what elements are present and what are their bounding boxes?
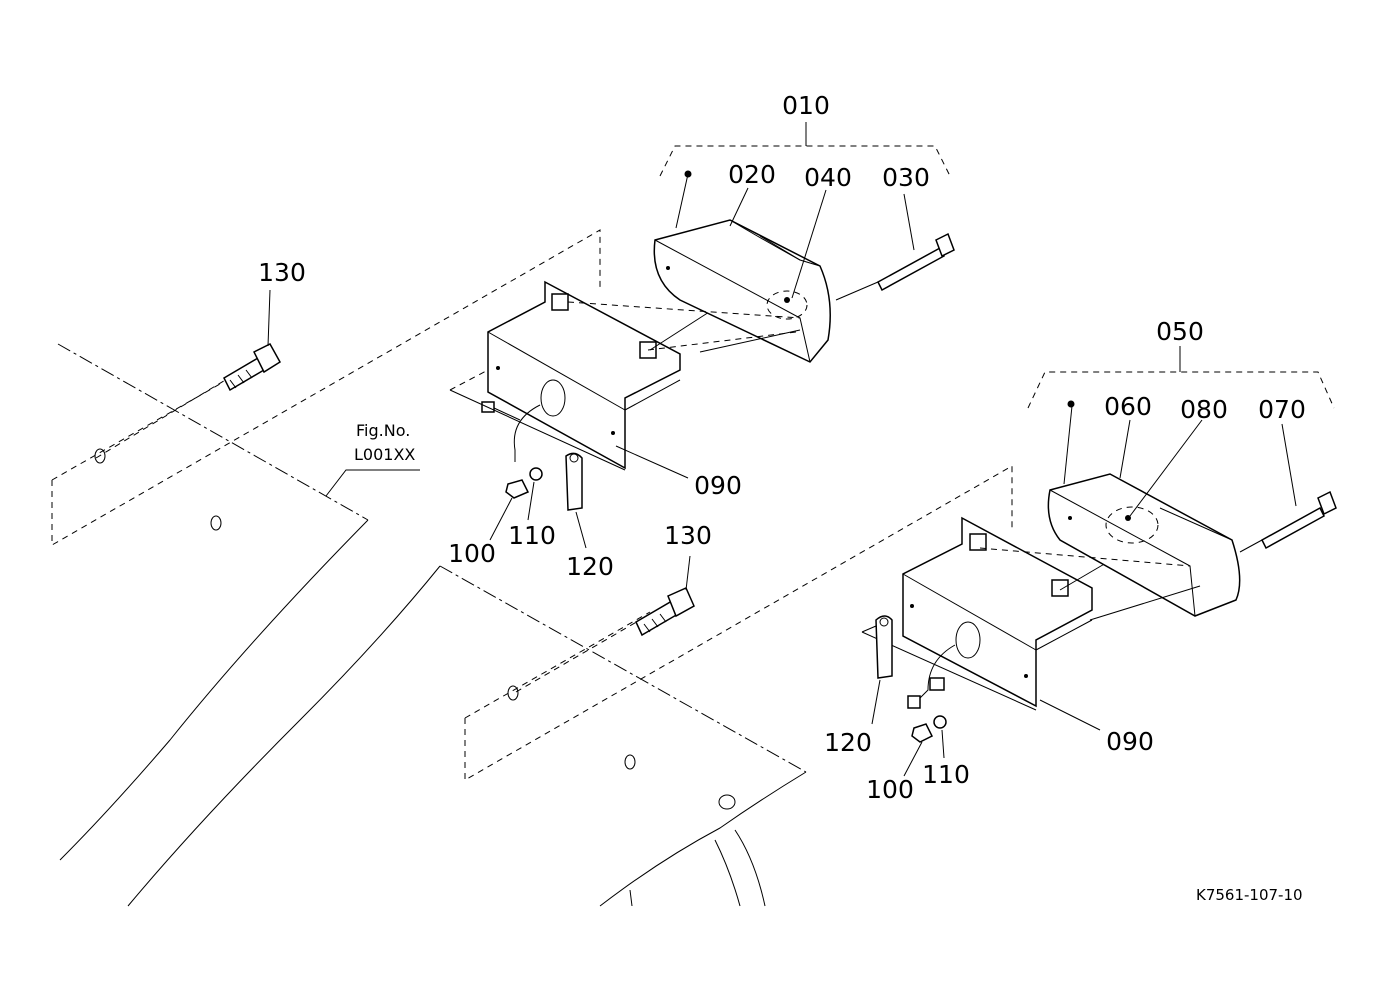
label-100-left: 100 xyxy=(448,539,496,568)
label-080: 080 xyxy=(1180,395,1228,424)
label-050: 050 xyxy=(1156,317,1204,346)
label-060: 060 xyxy=(1104,392,1152,421)
assy-right-dot xyxy=(1067,400,1075,408)
fig-ref-line1: Fig.No. xyxy=(356,421,410,440)
lamp-assembly-left xyxy=(449,219,955,511)
label-130-center: 130 xyxy=(664,521,712,550)
label-110-left: 110 xyxy=(508,521,556,550)
label-100-right: 100 xyxy=(866,775,914,804)
part-labels: 010 020 040 030 050 060 080 070 130 130 … xyxy=(258,91,1306,904)
label-090-left: 090 xyxy=(694,471,742,500)
label-090-right: 090 xyxy=(1106,727,1154,756)
label-120-left: 120 xyxy=(566,552,614,581)
label-040: 040 xyxy=(804,163,852,192)
label-130-left: 130 xyxy=(258,258,306,287)
label-120-right: 120 xyxy=(824,728,872,757)
label-110-right: 110 xyxy=(922,760,970,789)
assy-left-dot xyxy=(684,170,692,178)
fender-outline-left xyxy=(51,229,1013,907)
lamp-assembly-right xyxy=(861,473,1337,743)
fig-ref-line2: L001XX xyxy=(354,445,415,464)
label-010: 010 xyxy=(782,91,830,120)
bolt-center xyxy=(515,587,695,693)
bolt-left xyxy=(95,343,282,459)
label-030: 030 xyxy=(882,163,930,192)
label-070: 070 xyxy=(1258,395,1306,424)
label-020: 020 xyxy=(728,160,776,189)
leader-lines xyxy=(267,122,1335,777)
drawing-code: K7561-107-10 xyxy=(1196,886,1303,904)
